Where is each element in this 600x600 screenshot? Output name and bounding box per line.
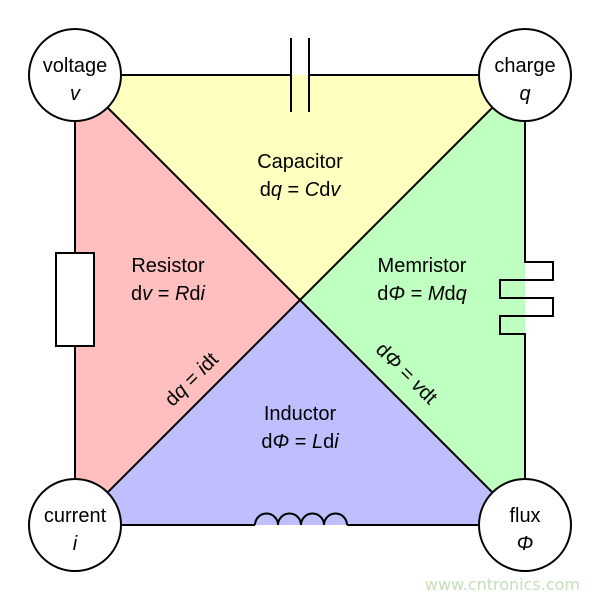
inductor-region (75, 300, 525, 525)
resistor-equation: dv = Rdi (131, 283, 206, 305)
node-charge-symbol: q (519, 83, 530, 105)
node-charge-name: charge (494, 55, 555, 77)
memristor-symbol (499, 75, 554, 525)
diagonal-charge-current (74, 74, 526, 526)
node-current-name: current (44, 505, 107, 527)
capacitor-title: Capacitor (257, 151, 343, 173)
node-flux-name: flux (509, 505, 540, 527)
memristor-equation: dΦ = Mdq (377, 283, 467, 305)
resistor-region (75, 75, 300, 525)
node-flux: flux Φ (478, 478, 572, 572)
node-voltage-name: voltage (43, 55, 108, 77)
capacitor-equation: dq = Cdv (260, 179, 342, 201)
memristor-region (300, 75, 525, 525)
node-voltage-symbol: v (70, 83, 81, 105)
node-charge: charge q (478, 28, 572, 122)
node-current-symbol: i (73, 533, 78, 555)
node-voltage: voltage v (28, 28, 122, 122)
resistor-title: Resistor (131, 255, 205, 277)
capacitor-region (75, 75, 525, 300)
watermark: www.cntronics.com (425, 575, 580, 594)
inductor-equation: dΦ = Ldi (261, 431, 339, 453)
node-current: current i (28, 478, 122, 572)
node-flux-symbol: Φ (517, 533, 534, 555)
inductor-title: Inductor (264, 403, 337, 425)
memristor-title: Memristor (378, 255, 467, 277)
